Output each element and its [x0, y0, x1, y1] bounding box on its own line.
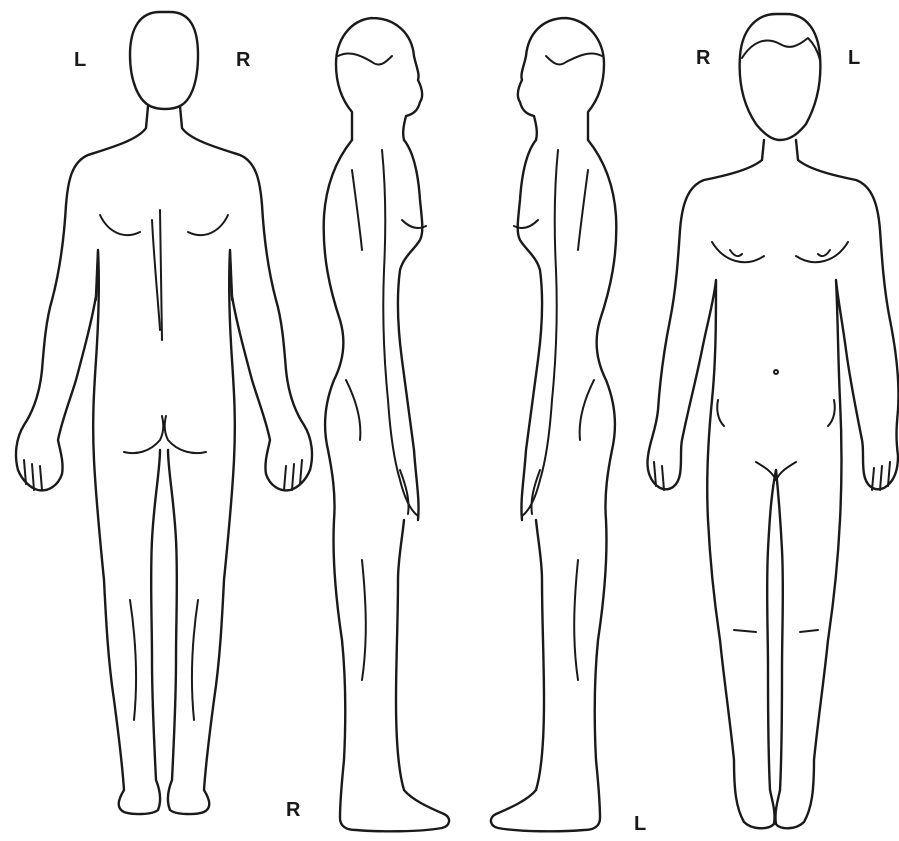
label-left-side: L	[634, 813, 646, 835]
figure-front-view	[648, 14, 899, 828]
label-front-right: R	[696, 47, 711, 69]
label-back-right: R	[236, 49, 251, 71]
figure-left-side-view	[491, 18, 616, 831]
figure-back-details	[24, 210, 302, 720]
label-right-side: R	[286, 799, 301, 821]
label-back-left: L	[74, 49, 86, 71]
figure-right-side-view	[324, 18, 449, 831]
figure-back-view	[16, 12, 312, 814]
label-front-left: L	[848, 47, 860, 69]
figure-front-details	[654, 242, 890, 632]
